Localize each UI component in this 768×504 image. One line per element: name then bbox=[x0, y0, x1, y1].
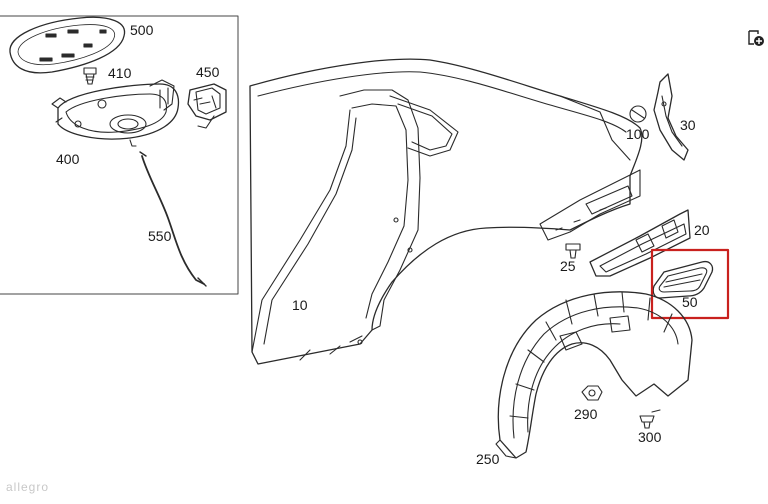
highlight-box-50 bbox=[650, 248, 730, 320]
inset-frame bbox=[0, 15, 239, 295]
label-250: 250 bbox=[476, 451, 500, 467]
label-30: 30 bbox=[680, 117, 696, 133]
part-400-filler-housing[interactable] bbox=[51, 79, 180, 147]
part-20-reinforcement[interactable] bbox=[589, 209, 691, 277]
part-100-clip[interactable] bbox=[629, 105, 647, 123]
watermark: allegro bbox=[6, 480, 50, 494]
part-550-drain-hose[interactable] bbox=[141, 155, 205, 285]
label-400: 400 bbox=[56, 151, 80, 167]
part-300-clip[interactable] bbox=[639, 409, 661, 429]
part-410-screw[interactable] bbox=[83, 67, 97, 85]
label-500: 500 bbox=[130, 22, 154, 38]
part-rear-inner-panel[interactable] bbox=[539, 169, 641, 241]
label-20: 20 bbox=[694, 222, 710, 238]
label-550: 550 bbox=[148, 228, 172, 244]
label-50: 50 bbox=[682, 294, 698, 310]
part-30-bracket[interactable] bbox=[653, 73, 689, 161]
add-to-list-icon[interactable] bbox=[746, 28, 766, 48]
label-450: 450 bbox=[196, 64, 220, 80]
label-300: 300 bbox=[638, 429, 662, 445]
label-290: 290 bbox=[574, 406, 598, 422]
label-100: 100 bbox=[626, 126, 650, 142]
part-50-vent-grille[interactable] bbox=[652, 260, 714, 299]
label-10: 10 bbox=[292, 297, 308, 313]
part-450-actuator[interactable] bbox=[187, 83, 227, 129]
label-25: 25 bbox=[560, 258, 576, 274]
part-25-bolt[interactable] bbox=[565, 243, 581, 259]
part-500-fuel-flap[interactable] bbox=[9, 16, 126, 74]
label-410: 410 bbox=[108, 65, 132, 81]
part-10-side-panel[interactable] bbox=[249, 58, 643, 365]
part-290-nut[interactable] bbox=[581, 385, 603, 401]
part-250-wheel-liner[interactable] bbox=[495, 291, 693, 459]
